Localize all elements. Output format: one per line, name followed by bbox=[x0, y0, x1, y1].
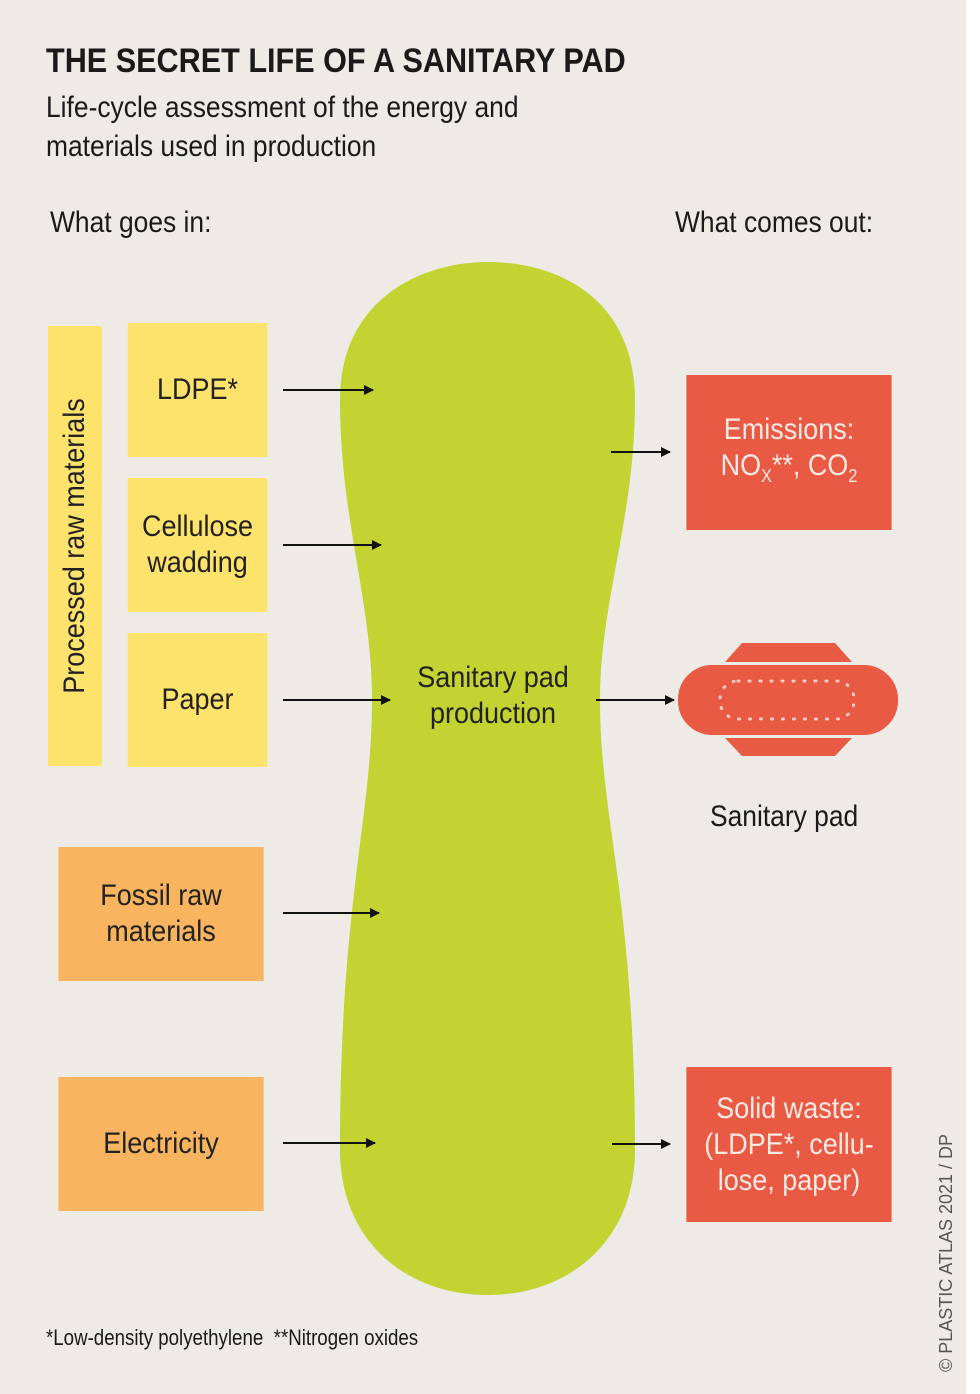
label: NOX**, CO2 bbox=[721, 448, 858, 494]
label: Sanitary pad bbox=[417, 661, 569, 694]
footnotes: *Low-density polyethylene **Nitrogen oxi… bbox=[46, 1325, 418, 1351]
footnote: **Nitrogen oxides bbox=[273, 1325, 419, 1350]
group-label: Processed raw materials bbox=[58, 398, 92, 694]
label: Emissions: bbox=[723, 412, 855, 446]
no: NO bbox=[720, 448, 762, 482]
footnote: *Low-density polyethylene bbox=[46, 1325, 264, 1350]
production-pad-shape bbox=[340, 262, 635, 1295]
subtitle: Life-cycle assessment of the energy and m… bbox=[46, 88, 519, 166]
outputs-heading: What comes out: bbox=[675, 206, 874, 239]
input-electricity: Electricity bbox=[58, 1077, 264, 1211]
page-title: THE SECRET LIFE OF A SANITARY PAD bbox=[46, 42, 626, 80]
label: Cellulose bbox=[141, 510, 254, 543]
output-solid-waste: Solid waste:(LDPE*, cellu-lose, paper) bbox=[686, 1067, 892, 1222]
inputs-heading: What goes in: bbox=[50, 206, 212, 239]
pad-label: Sanitary pad bbox=[710, 800, 859, 833]
label: Solid waste: bbox=[716, 1091, 862, 1125]
sub-2: 2 bbox=[848, 465, 858, 486]
label: wadding bbox=[147, 546, 248, 579]
subtitle-line: Life-cycle assessment of the energy and bbox=[46, 91, 519, 124]
input-paper: Paper bbox=[127, 633, 268, 767]
label: production bbox=[429, 697, 557, 730]
output-emissions: Emissions:NOX**, CO2 bbox=[686, 375, 892, 530]
credit: © PLASTIC ATLAS 2021 / DP bbox=[936, 1133, 956, 1372]
label: Fossil raw bbox=[100, 879, 222, 912]
co: **, CO bbox=[771, 448, 849, 482]
label: (LDPE*, cellu- bbox=[704, 1127, 874, 1161]
label: materials bbox=[106, 915, 216, 948]
input-ldpe: LDPE* bbox=[127, 323, 268, 457]
subtitle-line: materials used in production bbox=[46, 130, 377, 163]
processed-raw-materials-group: Processed raw materials bbox=[48, 326, 102, 766]
sanitary-pad-icon bbox=[678, 643, 898, 756]
label: lose, paper) bbox=[717, 1163, 861, 1197]
sub-x: X bbox=[761, 465, 772, 486]
